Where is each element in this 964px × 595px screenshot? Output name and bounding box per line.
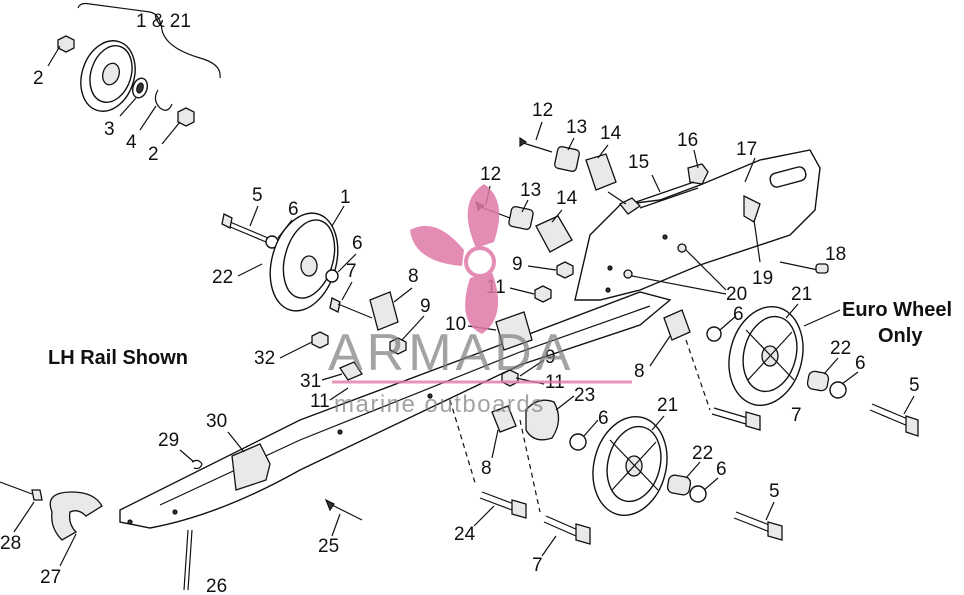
callout-4: 4 xyxy=(126,132,137,153)
callout-26: 26 xyxy=(206,576,227,595)
callout-6c: 6 xyxy=(733,304,744,325)
bolt-24-part xyxy=(449,399,527,519)
callout-17: 17 xyxy=(736,139,757,160)
callout-22: 22 xyxy=(212,267,233,288)
upper-bumper-set xyxy=(519,136,627,205)
pin-18-part xyxy=(779,261,829,274)
bolt-28-part xyxy=(0,481,43,501)
callout-3: 3 xyxy=(104,119,115,140)
bolt-7b-part xyxy=(685,339,761,431)
callout-24: 24 xyxy=(454,524,476,545)
euro-wheel-upper-part xyxy=(728,306,804,406)
euro-wheel-caption-only: Only xyxy=(878,325,923,347)
bolt-5c-part xyxy=(733,511,783,541)
nut-32-part xyxy=(311,331,329,349)
callout-27: 27 xyxy=(40,567,61,588)
callout-28: 28 xyxy=(0,533,21,554)
bolt-5-part xyxy=(221,213,269,243)
callout-12b: 12 xyxy=(480,164,501,185)
callout-2b: 2 xyxy=(148,144,159,165)
callout-12: 12 xyxy=(532,100,553,121)
callout-6e: 6 xyxy=(598,408,609,429)
callout-9c: 9 xyxy=(545,347,556,368)
bolt-7-part xyxy=(329,297,373,319)
callout-6d: 6 xyxy=(855,353,866,374)
callout-8b: 8 xyxy=(634,361,645,382)
bolt-5b-part xyxy=(869,403,919,437)
callout-13b: 13 xyxy=(520,180,541,201)
callout-6b: 6 xyxy=(352,233,363,254)
callout-7b: 7 xyxy=(791,405,802,426)
bolt-7c-part xyxy=(519,419,591,545)
callout-13: 13 xyxy=(566,117,587,138)
tip-27-part xyxy=(49,491,103,541)
callout-16: 16 xyxy=(677,130,698,151)
pin-25-part xyxy=(324,498,363,521)
callout-9: 9 xyxy=(512,254,523,275)
callout-22c: 22 xyxy=(692,443,713,464)
callout-5c: 5 xyxy=(769,481,780,502)
idler-wheel-part xyxy=(80,40,136,112)
callout-10: 10 xyxy=(445,314,466,335)
upper-arm-part xyxy=(574,149,821,301)
callout-6: 6 xyxy=(288,199,299,220)
callout-2: 2 xyxy=(33,68,44,89)
euro-wheel-caption: Euro Wheel xyxy=(842,299,952,321)
callout-14b: 14 xyxy=(556,188,578,209)
plate-30-part xyxy=(231,443,271,491)
callout-14: 14 xyxy=(600,123,622,144)
callout-6f: 6 xyxy=(716,459,727,480)
callout-15: 15 xyxy=(628,152,649,173)
propeller-logo xyxy=(410,184,500,334)
callout-18: 18 xyxy=(825,244,846,265)
spacer-23-part xyxy=(525,399,560,441)
callout-8c: 8 xyxy=(481,458,492,479)
callout-5b: 5 xyxy=(909,375,920,396)
bolt-15-part xyxy=(618,174,699,215)
nut-9b-part xyxy=(389,337,407,355)
watermark-tagline: marine outboards xyxy=(334,391,545,418)
callout-7: 7 xyxy=(346,261,357,282)
callout-29: 29 xyxy=(158,430,179,451)
callout-20: 20 xyxy=(726,284,747,305)
idler-wheel-1-part xyxy=(269,212,339,312)
callout-9b: 9 xyxy=(420,296,431,317)
plate-31-part xyxy=(339,361,363,381)
euro-wheel-lower-part xyxy=(592,416,668,516)
callout-5: 5 xyxy=(252,185,263,206)
spacer-22-part xyxy=(806,370,830,392)
bolt-26-part xyxy=(183,529,193,591)
callout-7c: 7 xyxy=(532,555,543,576)
nut-9-part xyxy=(556,261,574,279)
callout-31: 31 xyxy=(300,371,321,392)
armada-watermark: ARMADA marine outboards xyxy=(328,184,632,418)
callout-1: 1 xyxy=(340,187,351,208)
callout-30: 30 xyxy=(206,411,227,432)
callout-8: 8 xyxy=(408,266,419,287)
rail-caption: LH Rail Shown xyxy=(48,347,188,369)
watermark-brand: ARMADA xyxy=(328,324,574,382)
callout-22b: 22 xyxy=(830,338,851,359)
callout-21: 21 xyxy=(791,284,812,305)
mount-8c-part xyxy=(491,405,517,433)
callout-19: 19 xyxy=(752,268,773,289)
callout-21b: 21 xyxy=(657,395,678,416)
mount-8b-part xyxy=(663,309,691,341)
callout-32: 32 xyxy=(254,348,275,369)
nut-11-part xyxy=(534,285,552,303)
spacer-22c-part xyxy=(666,474,692,496)
bolt-part xyxy=(47,35,75,67)
callout-11c: 11 xyxy=(310,391,330,412)
callout-25: 25 xyxy=(318,536,339,557)
clip-29-part xyxy=(191,459,203,470)
wheel-group-detail: 1 & 21 2 3 4 2 xyxy=(33,2,221,165)
callout-23: 23 xyxy=(574,385,595,406)
mount-8-part xyxy=(369,291,399,331)
mount-10-part xyxy=(495,311,533,351)
clip-part xyxy=(687,149,709,185)
callout-1-21: 1 & 21 xyxy=(136,11,191,32)
